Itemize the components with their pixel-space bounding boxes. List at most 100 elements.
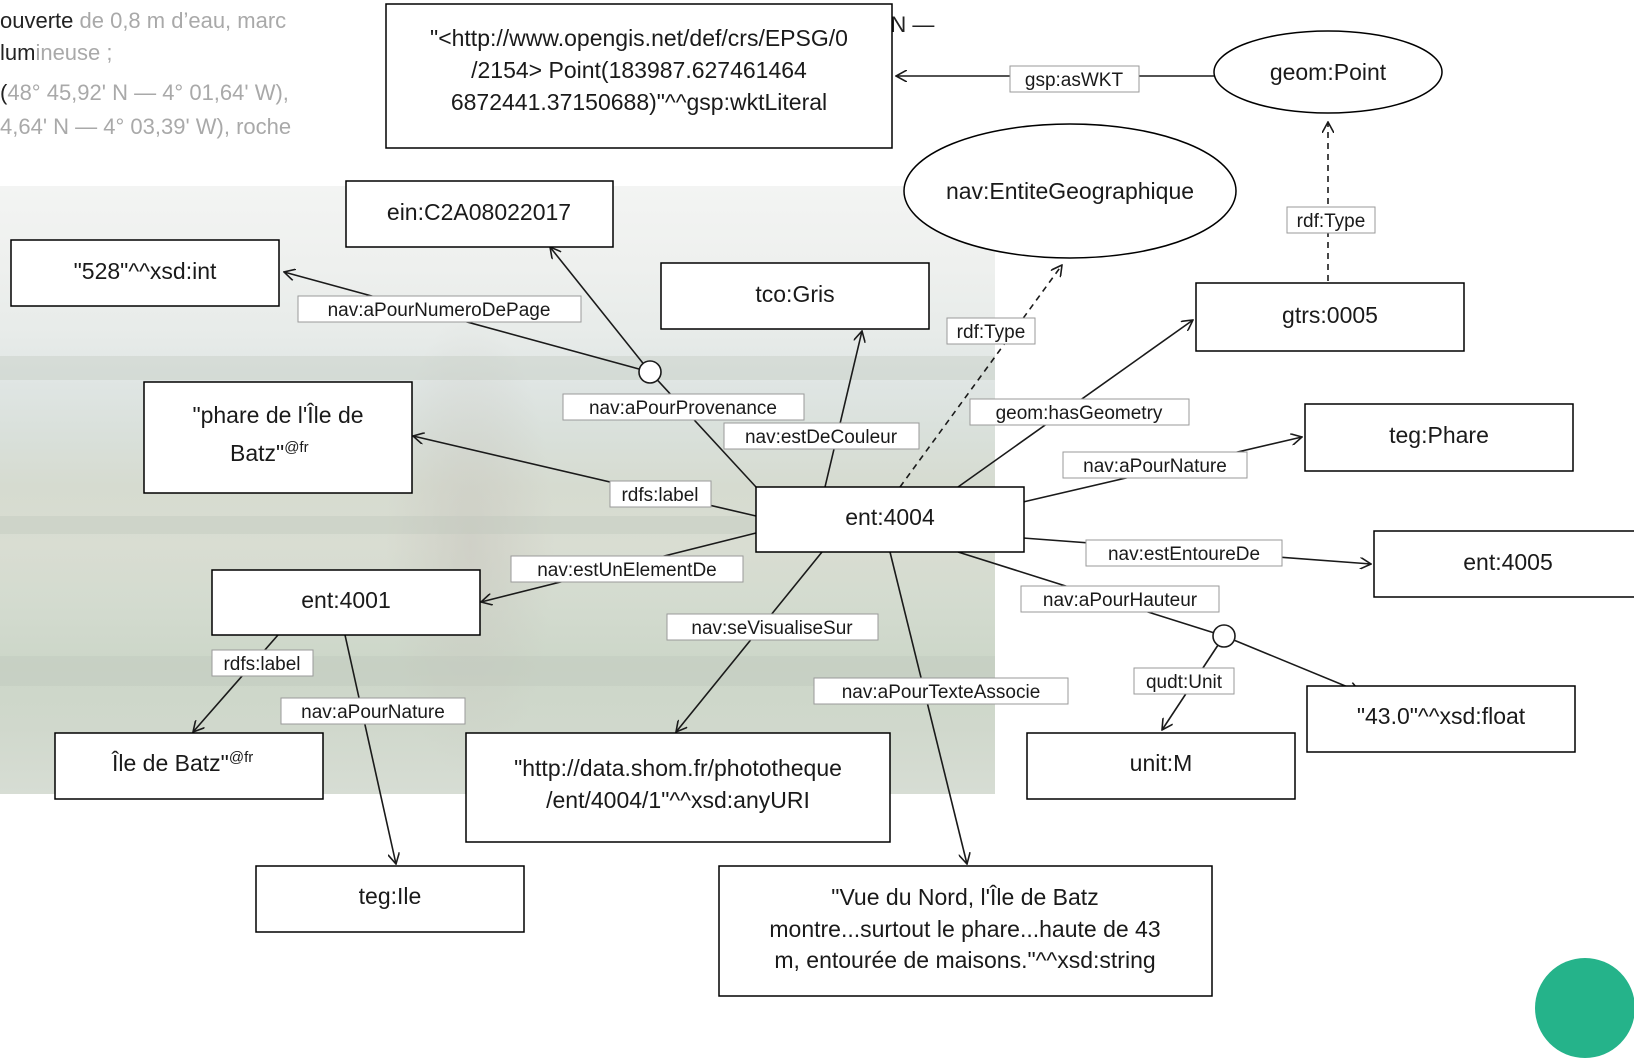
edge-label-rdfs-label-phare-text: rdfs:label	[621, 485, 698, 506]
node-phare-label-lang: @fr	[284, 439, 308, 456]
edge-label-nav-estentourede: nav:estEntoureDe	[1085, 539, 1283, 567]
node-ent-4005-label: ent:4005	[1463, 549, 1553, 575]
edge-label-geom-hasgeometry-text: geom:hasGeometry	[996, 403, 1163, 424]
node-ent-4004: ent:4004	[755, 486, 1025, 553]
node-ile-de-batz-lang: @fr	[229, 749, 253, 766]
blank-node-hauteur	[1212, 624, 1236, 648]
node-geom-point-label: geom:Point	[1270, 59, 1387, 85]
edge-label-nav-apourhauteur: nav:aPourHauteur	[1020, 585, 1220, 613]
bg-text-line3-dark: (	[0, 80, 8, 105]
node-ile-de-batz-text: Île de Batz"@fr	[111, 749, 253, 776]
edge-label-gsp-aswkt-text: gsp:asWKT	[1025, 70, 1124, 91]
node-wkt-literal-line3: 6872441.37150688)"^^gsp:wktLiteral	[451, 89, 827, 115]
edge-nav-apourtexteassocie	[889, 551, 967, 864]
node-ein-c2a08022017: ein:C2A08022017	[345, 180, 614, 248]
edge-label-rdf-type-entite: rdf:Type	[946, 317, 1036, 345]
edge-nav-estdecouleur	[824, 331, 862, 488]
edge-label-nav-apournature-ile: nav:aPourNature	[280, 697, 466, 725]
edge-label-qudt-unit: qudt:Unit	[1133, 667, 1235, 695]
edge-label-nav-sevisualisesur-text: nav:seVisualiseSur	[691, 618, 853, 639]
edge-label-rdf-type-geom-text: rdf:Type	[1297, 211, 1366, 232]
edge-label-nav-apournumerodepage-text: nav:aPourNumeroDePage	[328, 300, 551, 321]
corner-action-bubble[interactable]	[1535, 958, 1634, 1058]
bg-text-line2-dark: lum	[0, 40, 36, 65]
bg-text-line4: 4,64ʹ N — 4° 03,39ʹ W), roche	[0, 114, 292, 139]
edge-label-nav-estunelementde: nav:estUnElementDe	[510, 555, 744, 583]
edge-label-nav-apourprovenance-text: nav:aPourProvenance	[589, 398, 777, 419]
node-ent-4005: ent:4005	[1373, 530, 1634, 598]
node-texte-associe-line3: m, entourée de maisons."^^xsd:string	[774, 947, 1155, 973]
node-photo-uri-line2: /ent/4004/1"^^xsd:anyURI	[546, 787, 810, 813]
edge-label-geom-hasgeometry: geom:hasGeometry	[969, 398, 1190, 426]
node-wkt-literal-line1: "<http://www.opengis.net/def/crs/EPSG/0	[430, 25, 848, 51]
node-teg-phare: teg:Phare	[1304, 403, 1574, 472]
node-texte-associe-line2: montre...surtout le phare...haute de 43	[769, 916, 1160, 942]
node-ein-c2a08022017-label: ein:C2A08022017	[387, 199, 571, 225]
edge-label-nav-estdecouleur: nav:estDeCouleur	[723, 422, 920, 450]
node-teg-ile-label: teg:Ile	[359, 883, 422, 909]
edge-label-nav-estdecouleur-text: nav:estDeCouleur	[745, 427, 898, 448]
edge-label-nav-apourhauteur-text: nav:aPourHauteur	[1043, 590, 1198, 611]
node-ile-de-batz-label: Île de Batz"	[111, 750, 229, 776]
node-phare-label-line2: Batz"@fr	[230, 439, 309, 466]
edge-label-nav-estentourede-text: nav:estEntoureDe	[1108, 544, 1260, 565]
node-teg-ile: teg:Ile	[255, 865, 525, 933]
bg-text-line1: de 0,8 m d’eau, marc	[73, 8, 287, 33]
node-nav-entitegeographique: nav:EntiteGeographique	[903, 123, 1237, 259]
node-tco-gris: tco:Gris	[660, 262, 930, 330]
node-teg-phare-label: teg:Phare	[1389, 422, 1489, 448]
edge-label-rdfs-label-phare: rdfs:label	[609, 480, 712, 508]
node-phare-label-line1: "phare de l'Île de	[192, 402, 363, 428]
node-texte-associe: "Vue du Nord, l'Île de Batz montre...sur…	[718, 865, 1213, 997]
node-photo-uri: "http://data.shom.fr/phototheque /ent/40…	[465, 732, 891, 843]
bg-text-line3: 48° 45,92ʹ N — 4° 01,64ʹ W),	[7, 80, 289, 105]
edge-nav-apournature-ile	[344, 634, 396, 864]
edge-label-rdf-type-entite-text: rdf:Type	[957, 322, 1026, 343]
node-ile-de-batz: Île de Batz"@fr	[54, 732, 324, 800]
edge-height-value	[1223, 635, 1360, 692]
node-gtrs-0005-label: gtrs:0005	[1282, 302, 1378, 328]
node-tco-gris-label: tco:Gris	[755, 281, 834, 307]
edge-label-nav-apournature-phare: nav:aPourNature	[1062, 451, 1248, 479]
edge-label-rdfs-label-ile: rdfs:label	[211, 649, 314, 677]
edge-rdf-type-entite	[899, 265, 1062, 488]
edge-label-nav-apournumerodepage: nav:aPourNumeroDePage	[297, 295, 582, 323]
edge-label-nav-apournature-ile-text: nav:aPourNature	[301, 702, 445, 723]
node-wkt-literal: "<http://www.opengis.net/def/crs/EPSG/0 …	[385, 3, 893, 149]
node-ent-4004-label: ent:4004	[845, 504, 935, 530]
node-unit-m: unit:M	[1026, 732, 1296, 800]
edge-label-nav-estunelementde-text: nav:estUnElementDe	[537, 560, 717, 581]
edge-nav-apourprovenance-ein	[550, 247, 651, 373]
edge-label-qudt-unit-text: qudt:Unit	[1146, 672, 1223, 693]
node-page-528-label: "528"^^xsd:int	[74, 258, 217, 284]
node-geom-point: geom:Point	[1213, 30, 1443, 114]
node-unit-m-label: unit:M	[1130, 750, 1193, 776]
node-texte-associe-line1: "Vue du Nord, l'Île de Batz	[831, 884, 1098, 910]
bg-text-line2: ineuse ;	[35, 40, 113, 65]
edge-label-nav-sevisualisesur: nav:seVisualiseSur	[666, 613, 879, 641]
bg-text-line1-dark: ouverte	[0, 8, 74, 33]
edge-label-rdfs-label-ile-text: rdfs:label	[223, 654, 300, 675]
node-gtrs-0005: gtrs:0005	[1195, 282, 1465, 352]
edge-label-nav-apournature-phare-text: nav:aPourNature	[1083, 456, 1227, 477]
edge-nav-sevisualisesur	[676, 551, 823, 732]
background-document-text: ouverte de 0,8 m d’eau, marc lumineuse ;…	[0, 0, 520, 160]
rdf-graph-diagram: "<http://www.opengis.net/def/crs/EPSG/0 …	[10, 3, 1634, 997]
edge-label-nav-apourtexteassocie-text: nav:aPourTexteAssocie	[842, 682, 1041, 703]
blank-node-provenance	[638, 360, 662, 384]
edge-label-nav-apourprovenance: nav:aPourProvenance	[562, 393, 805, 421]
edge-nav-apourprovenance	[649, 371, 757, 488]
edge-label-nav-apourtexteassocie: nav:aPourTexteAssocie	[813, 677, 1069, 705]
node-phare-label: "phare de l'Île de Batz"@fr	[143, 381, 413, 494]
node-page-528: "528"^^xsd:int	[10, 239, 280, 307]
node-ent-4001: ent:4001	[211, 569, 481, 636]
node-nav-entitegeographique-label: nav:EntiteGeographique	[946, 178, 1194, 204]
node-photo-uri-line1: "http://data.shom.fr/phototheque	[514, 755, 842, 781]
node-height-float: "43.0"^^xsd:float	[1306, 685, 1576, 753]
node-height-float-label: "43.0"^^xsd:float	[1357, 703, 1526, 729]
edge-label-gsp-aswkt: gsp:asWKT	[1009, 65, 1140, 93]
node-wkt-literal-line2: /2154> Point(183987.627461464	[471, 57, 807, 83]
node-phare-label-line2-text: Batz"	[230, 440, 284, 466]
edge-label-rdf-type-geom: rdf:Type	[1286, 206, 1376, 234]
node-ent-4001-label: ent:4001	[301, 587, 391, 613]
